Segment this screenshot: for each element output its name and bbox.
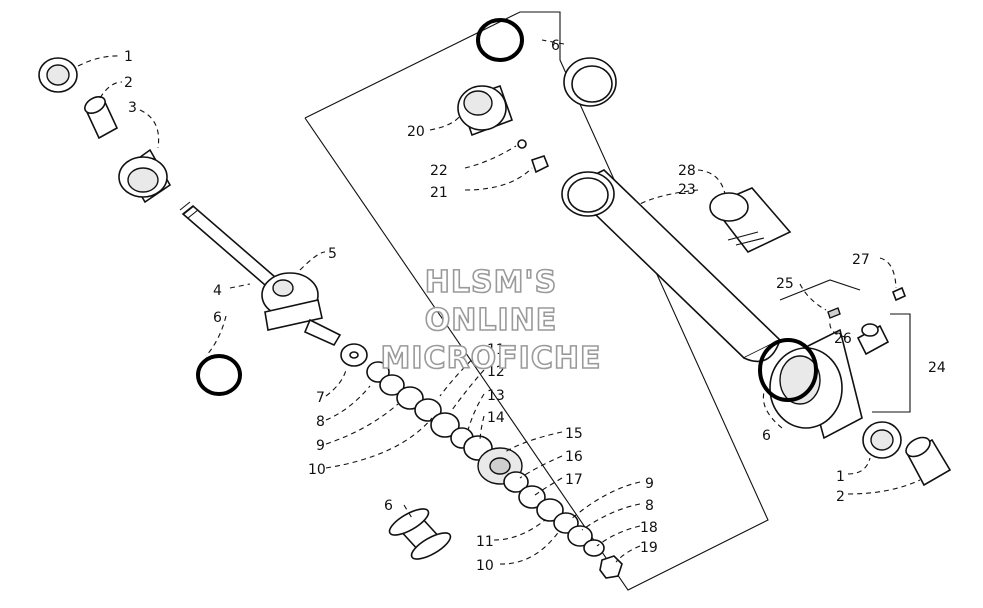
callout-8: 8 [316, 414, 325, 430]
washer-stack-right [503, 471, 623, 579]
callout-14: 14 [487, 410, 505, 426]
watermark-line-2: ONLINE [425, 303, 558, 338]
sleeve-part-2-right [905, 436, 952, 487]
callout-6-top: 6 [551, 38, 560, 54]
watermark-line-3: MICROFICHE [381, 341, 602, 376]
callout-6-lower: 6 [384, 498, 393, 514]
callout-11-lower: 11 [476, 534, 494, 550]
callout-7: 7 [316, 390, 325, 406]
o-ring-top [476, 18, 524, 62]
body-part-24-housing [769, 328, 863, 440]
callout-1: 1 [124, 49, 133, 65]
callout-18: 18 [640, 520, 658, 536]
callout-9-right: 9 [645, 476, 654, 492]
bumper-part-28 [709, 187, 792, 254]
bushing-part-1 [38, 57, 78, 93]
callout-3: 3 [128, 100, 137, 116]
callout-labels: 1 2 3 4 5 6 7 8 9 10 11 12 13 14 15 16 1… [124, 38, 946, 574]
callout-15: 15 [565, 426, 583, 442]
o-ring-part-6 [196, 354, 242, 396]
callout-10: 10 [308, 462, 326, 478]
callout-26: 26 [834, 331, 852, 347]
watermark: HLSM'S ONLINE MICROFICHE [380, 264, 602, 377]
callout-8-right: 8 [645, 498, 654, 514]
shaft-eye-part-5 [261, 272, 342, 347]
callout-2-right: 2 [836, 489, 845, 505]
reservoir-piston-part-20 [457, 84, 514, 137]
callout-6-right: 6 [762, 428, 771, 444]
leader-lines [77, 39, 921, 565]
callout-23: 23 [678, 182, 696, 198]
callout-17: 17 [565, 472, 583, 488]
screw-part-27 [891, 286, 907, 302]
band-part-6-top [563, 57, 617, 107]
callout-11: 11 [487, 342, 505, 358]
callout-27: 27 [852, 252, 870, 268]
assembly-frame [304, 11, 769, 591]
callout-13: 13 [487, 388, 505, 404]
watermark-line-1: HLSM'S [425, 265, 557, 300]
o-ring-part-6-right [758, 338, 818, 402]
callout-4: 4 [213, 283, 222, 299]
valve-part-24-cap [856, 323, 890, 356]
callout-20: 20 [407, 124, 425, 140]
eye-part-3 [118, 148, 172, 204]
sleeve-part-2 [84, 96, 119, 140]
callout-24: 24 [928, 360, 946, 376]
bushing-part-1-right [862, 421, 902, 459]
callout-10-lower: 10 [476, 558, 494, 574]
valve-part-21 [530, 155, 550, 174]
callout-1-right: 1 [836, 469, 845, 485]
callout-5: 5 [328, 246, 337, 262]
bracket-24 [872, 313, 911, 413]
callout-2: 2 [124, 75, 133, 91]
callout-28: 28 [678, 163, 696, 179]
callout-21: 21 [430, 185, 448, 201]
band-part-6-lower [388, 508, 452, 560]
callout-19: 19 [640, 540, 658, 556]
nut-part-19 [599, 555, 623, 579]
seal-part-26 [827, 307, 841, 319]
callout-25: 25 [776, 276, 794, 292]
o-ring-part-22 [517, 139, 527, 149]
reservoir-tube-part-23 [561, 169, 782, 363]
callout-9: 9 [316, 438, 325, 454]
callout-6-left: 6 [213, 310, 222, 326]
callout-12: 12 [487, 364, 505, 380]
callout-16: 16 [565, 449, 583, 465]
washer-stack-left [340, 343, 493, 461]
callout-22: 22 [430, 163, 448, 179]
